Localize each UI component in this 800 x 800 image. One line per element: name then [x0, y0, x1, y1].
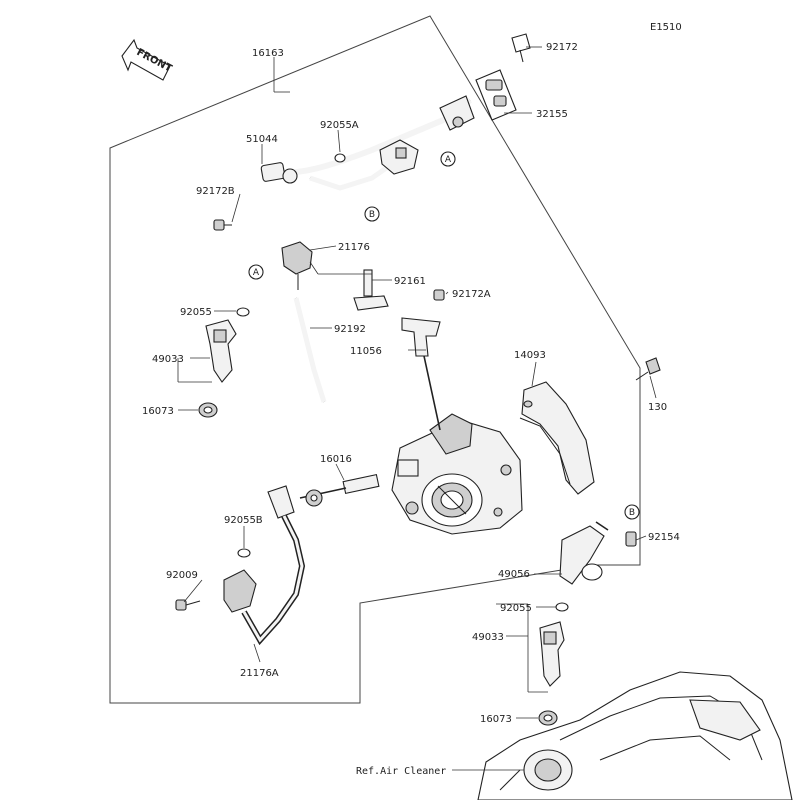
bolt-92172b-icon	[213, 219, 232, 231]
label-16073-top: 16073	[142, 406, 174, 417]
bolt-92154-icon	[625, 531, 637, 547]
label-92161: 92161	[394, 276, 426, 287]
label-92009: 92009	[166, 570, 198, 581]
diagram-code: E1510	[650, 22, 682, 33]
label-92055a: 92055A	[320, 120, 359, 131]
air-cleaner-reference	[477, 671, 793, 800]
cover-14093	[519, 357, 661, 495]
ref-air-cleaner-label: Ref.Air Cleaner	[356, 766, 446, 777]
screw-16016-icon	[299, 473, 380, 507]
screw-92172-icon	[511, 33, 531, 63]
sensor-21176-assembly	[281, 241, 445, 403]
label-92055-top: 92055	[180, 307, 212, 318]
label-16163: 16163	[252, 48, 284, 59]
label-49056: 49056	[498, 569, 530, 580]
label-92172a: 92172A	[452, 289, 491, 300]
label-51044: 51044	[246, 134, 278, 145]
leader-lines	[177, 46, 657, 771]
label-92055-bottom: 92055	[500, 603, 532, 614]
label-14093: 14093	[514, 350, 546, 361]
label-11056: 11056	[350, 346, 382, 357]
fuel-pipe-assembly	[213, 33, 531, 231]
svg-text:B: B	[369, 210, 375, 220]
label-49033-top: 49033	[152, 354, 184, 365]
throttle-body	[391, 355, 523, 535]
label-92172b: 92172B	[196, 186, 235, 197]
label-21176: 21176	[338, 242, 370, 253]
label-92172: 92172	[546, 42, 578, 53]
injector-bottom-assembly	[538, 521, 637, 726]
label-32155: 32155	[536, 109, 568, 120]
oring-92055a-icon	[334, 153, 346, 163]
harness-21176a-assembly	[175, 485, 306, 646]
svg-text:A: A	[253, 268, 260, 278]
bolt-92009-icon	[175, 599, 201, 611]
label-92154: 92154	[648, 532, 680, 543]
label-21176a: 21176A	[240, 668, 279, 679]
label-49033-bottom: 49033	[472, 632, 504, 643]
svg-text:B: B	[629, 508, 635, 518]
callout-a-left: A	[248, 264, 264, 280]
label-16073-bottom: 16073	[480, 714, 512, 725]
label-130: 130	[648, 402, 667, 413]
label-16016: 16016	[320, 454, 352, 465]
callout-a-top: A	[440, 151, 456, 167]
callout-b-right: B	[624, 504, 640, 520]
injector-top-assembly	[198, 307, 250, 418]
label-92055b: 92055B	[224, 515, 263, 526]
bolt-92172a-icon	[433, 289, 445, 301]
label-92192: 92192	[334, 324, 366, 335]
bolt-130-icon	[635, 357, 661, 381]
callout-b-top: B	[364, 206, 380, 222]
front-arrow-icon: FRONT	[121, 38, 174, 81]
svg-text:A: A	[445, 155, 452, 165]
oring-92055b-icon	[237, 548, 251, 558]
